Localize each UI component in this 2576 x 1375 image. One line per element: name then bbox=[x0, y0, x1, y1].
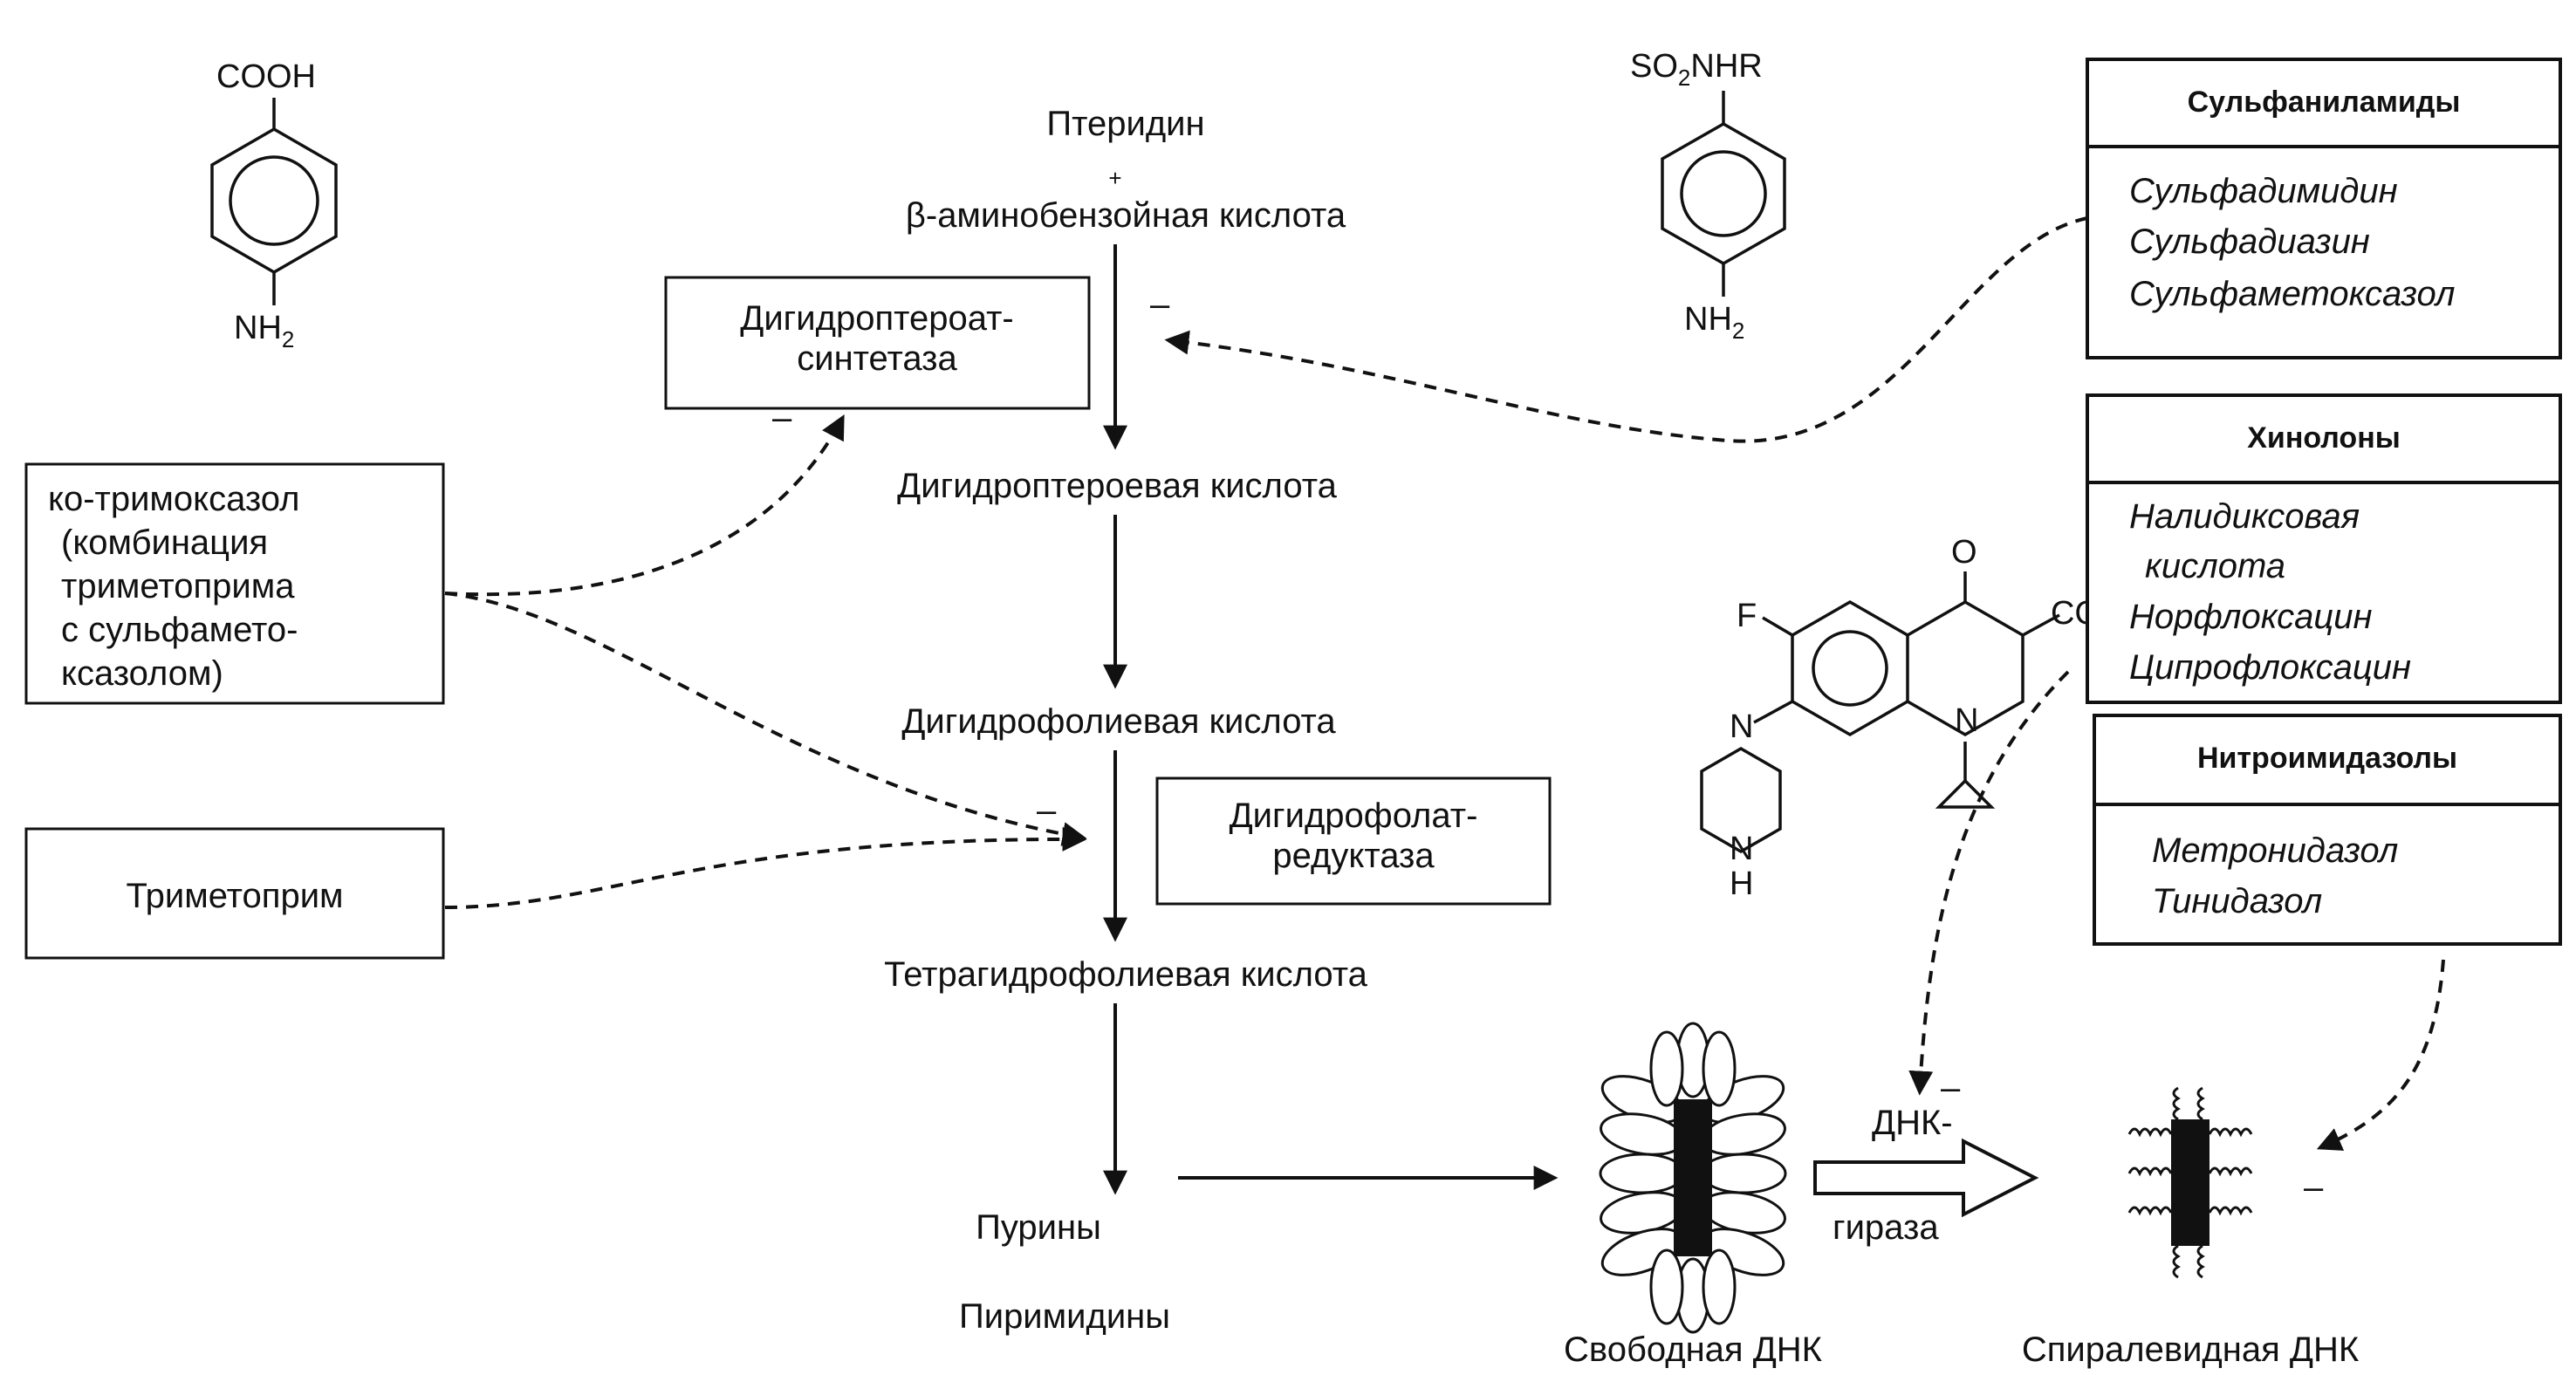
free-dna-label: Свободная ДНК bbox=[1564, 1331, 1823, 1369]
trimethoprim-label: Триметоприм bbox=[126, 877, 343, 915]
cotrimoxazole-line: с сульфамето- bbox=[61, 611, 298, 649]
dna-supercoil bbox=[2208, 1127, 2253, 1138]
cotrimoxazole-line: ксазолом) bbox=[61, 654, 223, 693]
dihydropteroic-label: Дигидроптероевая кислота bbox=[897, 467, 1337, 505]
enzyme-dhps-box: Дигидроптероат- синтетаза bbox=[664, 276, 1091, 410]
sulfonamide-item: Сульфаметоксазол bbox=[2129, 275, 2455, 313]
dna-supercoil bbox=[2208, 1206, 2253, 1216]
nitroimidazole-item: Метронидазол bbox=[2152, 831, 2398, 870]
dna-supercoil bbox=[2127, 1127, 2173, 1138]
trimethoprim-inhibition-arrow bbox=[444, 826, 1087, 909]
sulfonamide-item: Сульфадимидин bbox=[2129, 172, 2398, 210]
spiral-dna-label: Спиралевидная ДНК bbox=[2022, 1331, 2360, 1369]
dna-loop bbox=[1700, 1153, 1787, 1194]
sulfa-so2nhr-label: SO2NHR bbox=[1630, 48, 1763, 91]
paba-cooh-label: COOH bbox=[216, 58, 316, 95]
dna-supercoil bbox=[2127, 1166, 2173, 1177]
cotrimoxazole-line: (комбинация bbox=[61, 523, 268, 562]
nitroimidazole-item: Тинидазол bbox=[2152, 882, 2322, 920]
dna-supercoil bbox=[2208, 1166, 2253, 1177]
dhfr-line1: Дигидрофолат- bbox=[1230, 797, 1478, 835]
quinolone-item: Ципрофлоксацин bbox=[2129, 648, 2411, 687]
sulfonamide-item: Сульфадиазин bbox=[2129, 222, 2370, 261]
paba-structure: COOH NH2 bbox=[210, 58, 338, 352]
dna-supercoil bbox=[2196, 1086, 2205, 1121]
dhps-line2: синтетаза bbox=[797, 339, 957, 378]
quinolone-n1: N bbox=[1955, 702, 1978, 739]
dna-supercoil bbox=[2196, 1244, 2205, 1279]
dna-loop bbox=[1702, 1248, 1737, 1325]
plus-sign: + bbox=[1108, 165, 1121, 191]
inhibition-arrows: – – – – – bbox=[444, 216, 2445, 1207]
dhps-line1: Дигидроптероат- bbox=[740, 299, 1013, 338]
gyrase-label-line1: ДНК- bbox=[1872, 1104, 1953, 1142]
nitroimidazole-inhibition-arrow bbox=[2316, 959, 2445, 1151]
nitroimidazoles-box: Нитроимидазолы Метронидазол Тинидазол bbox=[2093, 714, 2562, 946]
folate-pathway: Птеридин + β-аминобензойная кислота Диги… bbox=[884, 105, 1559, 1336]
sulfonamides-title: Сульфаниламиды bbox=[2188, 86, 2461, 119]
quinolone-structure: O COOH N F N N H bbox=[1700, 534, 2150, 902]
quinolone-item: Норфлоксацин bbox=[2129, 598, 2373, 636]
quinolone-inhibition-arrow bbox=[1908, 670, 2070, 1096]
dihydrofolic-label: Дигидрофолиевая кислота bbox=[901, 702, 1336, 741]
trimethoprim-box: Триметоприм bbox=[24, 827, 445, 960]
dna-loop bbox=[1702, 1030, 1737, 1107]
dna-supercoil bbox=[2172, 1244, 2181, 1279]
minus-sign: – bbox=[1941, 1069, 1961, 1107]
purines-label: Пурины bbox=[976, 1208, 1101, 1247]
dna-loop bbox=[1649, 1030, 1684, 1107]
dna-gyrase-arrow: ДНК- гираза bbox=[1813, 1104, 2039, 1247]
quinolone-fluoro: F bbox=[1737, 598, 1757, 634]
minus-sign: – bbox=[1037, 791, 1057, 830]
free-dna-illustration: Свободная ДНК bbox=[1564, 1022, 1823, 1369]
dna-loop bbox=[1649, 1248, 1684, 1325]
dna-supercoil bbox=[2172, 1086, 2181, 1121]
sulfonamide-inhibition-arrow bbox=[1164, 216, 2088, 443]
pyrimidines-label: Пиримидины bbox=[959, 1297, 1170, 1336]
piperazine-h: H bbox=[1730, 865, 1753, 902]
cotrimoxazole-dhps-arrow bbox=[444, 414, 845, 597]
minus-sign: – bbox=[2304, 1168, 2324, 1207]
nitroimidazoles-title: Нитроимидазолы bbox=[2197, 742, 2457, 775]
paba-nh2-label: NH2 bbox=[234, 310, 294, 352]
piperazine-n: N bbox=[1730, 708, 1753, 745]
sulfonamides-box: Сульфаниламиды Сульфадимидин Сульфадиази… bbox=[2086, 58, 2562, 359]
minus-sign: – bbox=[772, 399, 792, 437]
quinolone-item: Налидиксовая bbox=[2129, 497, 2360, 536]
gyrase-label-line2: гираза bbox=[1833, 1208, 1939, 1247]
tetrahydrofolic-label: Тетрагидрофолиевая кислота bbox=[884, 955, 1368, 994]
pteridine-label: Птеридин bbox=[1046, 105, 1204, 143]
sulfa-nh2-label: NH2 bbox=[1684, 301, 1744, 344]
cotrimoxazole-line: ко-тримоксазол bbox=[48, 480, 300, 518]
enzyme-dhfr-box: Дигидрофолат- редуктаза bbox=[1155, 776, 1552, 906]
quinolones-box: Хинолоны Налидиксовая кислота Норфлоксац… bbox=[2086, 393, 2562, 704]
cotrimoxazole-dhfr-arrow bbox=[444, 592, 1087, 846]
cotrimoxazole-box: ко-тримоксазол (комбинация триметоприма … bbox=[24, 462, 445, 705]
spiral-dna-illustration: Спиралевидная ДНК bbox=[2022, 1086, 2360, 1369]
piperazine-nh: N bbox=[1730, 831, 1753, 867]
minus-sign: – bbox=[1150, 285, 1170, 324]
quinolones-title: Хинолоны bbox=[2247, 421, 2401, 455]
quinolone-item: кислота bbox=[2145, 547, 2285, 585]
sulfonamide-structure: SO2NHR NH2 bbox=[1630, 48, 1786, 344]
dna-loop bbox=[1599, 1153, 1686, 1194]
dna-supercoil bbox=[2127, 1206, 2173, 1216]
paba-label: β-аминобензойная кислота bbox=[906, 196, 1346, 235]
cotrimoxazole-line: триметоприма bbox=[61, 567, 295, 605]
quinolone-oxo: O bbox=[1951, 534, 1977, 571]
dhfr-line2: редуктаза bbox=[1272, 837, 1435, 875]
